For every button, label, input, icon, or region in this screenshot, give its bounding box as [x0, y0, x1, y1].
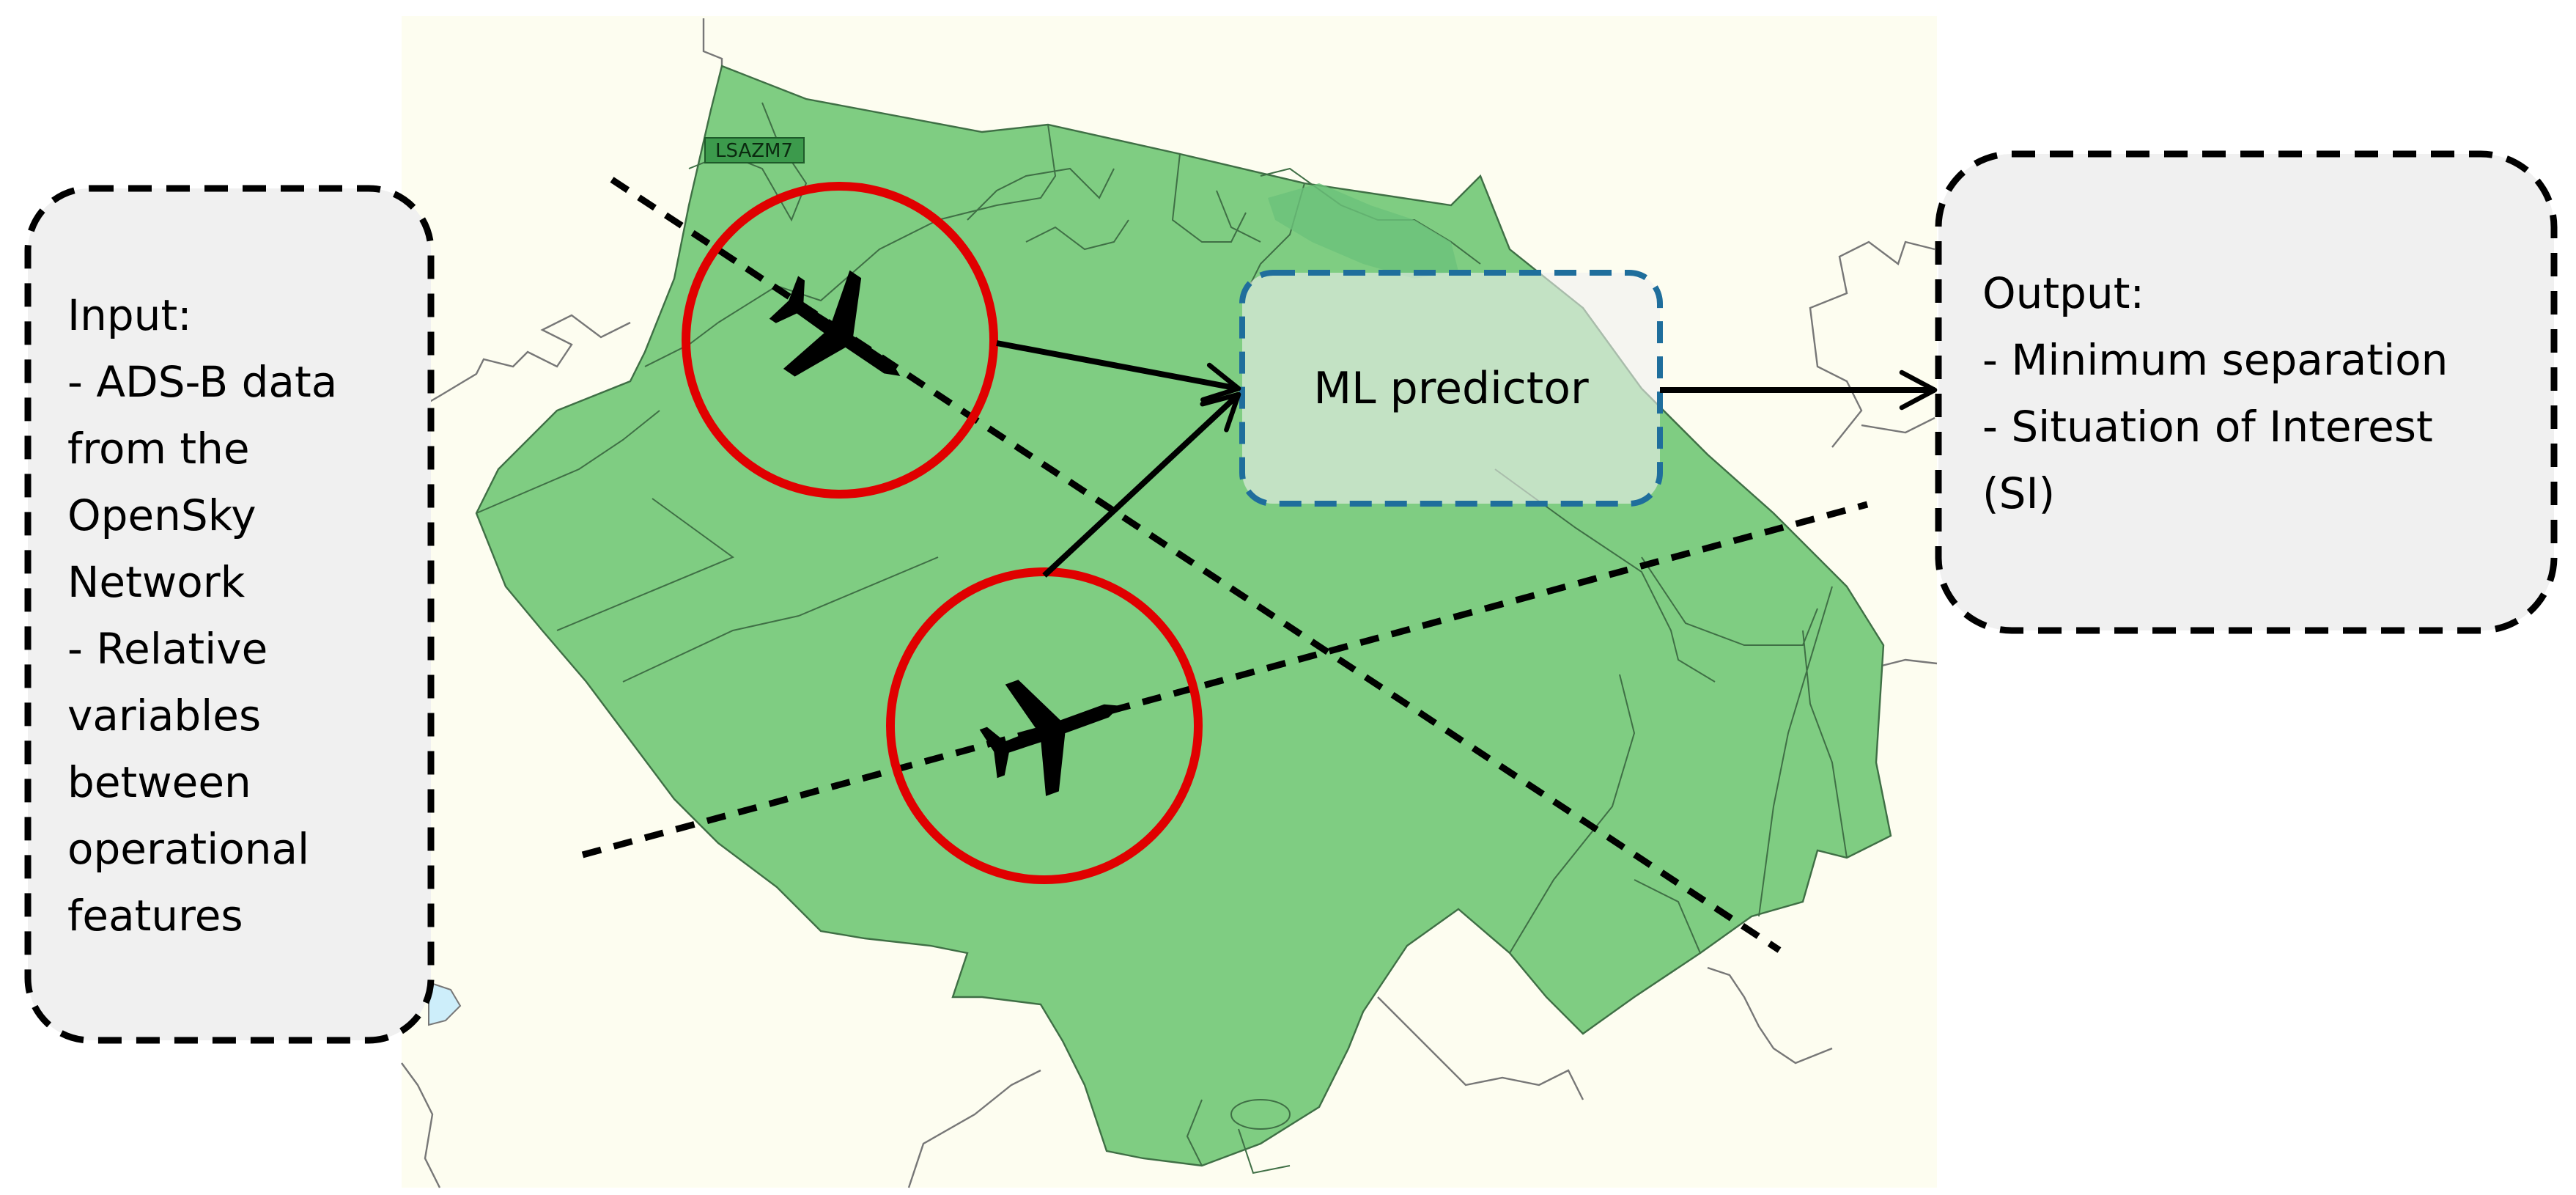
output-line: (SI): [1982, 468, 2055, 518]
trajectory-line-bottom: [581, 501, 1869, 858]
aircraft-circle-top: [682, 182, 998, 499]
input-line: OpenSky: [67, 490, 257, 540]
output-box: [1935, 150, 2558, 634]
input-line: operational: [67, 824, 309, 874]
input-line: Network: [67, 557, 246, 607]
output-line: - Minimum separation: [1982, 335, 2448, 385]
sector-internal-lines: [476, 102, 1848, 1174]
input-line: Input:: [67, 290, 192, 340]
input-line: features: [67, 891, 243, 941]
airplane-icon: [769, 270, 901, 377]
arrow-top-aircraft-to-predictor: [996, 340, 1241, 402]
lake-shape: [428, 981, 462, 1026]
output-line: - Situation of Interest: [1982, 402, 2433, 452]
ml-predictor-label: ML predictor: [1313, 363, 1589, 414]
arrow-bottom-aircraft-to-predictor: [1042, 391, 1241, 578]
input-line: variables: [67, 691, 261, 740]
input-box: [24, 185, 435, 1044]
sector-label-tag: LSAZM7: [704, 137, 805, 163]
input-line: - Relative: [67, 624, 267, 674]
output-text: Output: - Minimum separation - Situation…: [1982, 268, 2448, 518]
airplane-icon: [979, 680, 1121, 796]
output-line: Output:: [1982, 268, 2144, 318]
input-text: Input: - ADS-B data from the OpenSky Net…: [67, 290, 337, 941]
sector-label-text: LSAZM7: [715, 140, 793, 162]
input-line: between: [67, 757, 251, 807]
sector-overlap-patch: [1268, 183, 1458, 279]
input-line: - ADS-B data: [67, 357, 337, 407]
ml-predictor-box: [1239, 270, 1663, 507]
input-line: from the: [67, 424, 250, 474]
